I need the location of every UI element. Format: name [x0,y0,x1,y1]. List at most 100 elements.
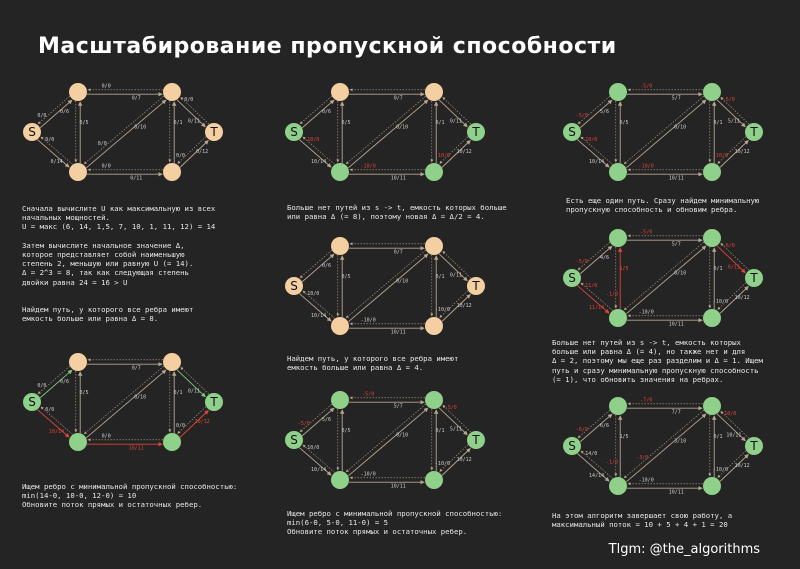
node-label: S [290,433,298,447]
edge-label: 10/12 [735,463,750,469]
edge-label: 10/14 [311,467,326,473]
graph-node-a [69,353,87,371]
edge-residual [177,136,207,164]
graph-node-t [205,123,223,141]
graph-node-t [205,393,223,411]
edge-label: 10/12 [735,295,750,301]
edge-label: 10/12 [195,419,210,425]
edge-residual [717,136,747,164]
edge-label: 10/14 [311,313,326,319]
residual-label: -7/0 [640,398,652,404]
edge-label: 0/10 [134,394,146,400]
graph-node-a [331,391,349,409]
edge-label: 10/12 [457,303,472,309]
graph-node-a [609,229,627,247]
edge-residual [299,404,332,433]
graph-node-s [23,123,41,141]
node-label: T [749,271,758,285]
residual-label: -10/0 [304,445,319,451]
panel-2-text: Больше нет путей из s -> t, емкость кото… [287,203,507,222]
node-label: T [209,395,218,409]
edge-label: 10/14 [311,159,326,165]
panel-3-text: Есть еще один путь. Сразу найдем минимал… [566,196,760,215]
edge-label: 10/11 [129,446,144,452]
edge-label: 0/1 [713,120,722,126]
edge-forward [625,99,707,169]
panel-7-text: Ищем ребро с минимальной пропускной спос… [287,509,503,537]
graph-node-a [331,237,349,255]
edge-forward [625,413,707,483]
edge-label: 1/5 [619,434,628,440]
edge-forward [579,245,613,275]
graph-node-c [69,433,87,451]
edge-label: 0/6 [322,263,331,269]
edge-forward [301,99,335,129]
page-title: Масштабирование пропускной способности [38,34,617,59]
edge-forward [438,407,468,436]
edge-forward [347,253,429,323]
edge-residual [345,249,426,319]
graph-node-a [609,397,627,415]
edge-label: 10/11 [391,484,406,490]
edge-label: 0/14 [51,159,63,165]
edge-label: 10/11 [669,176,684,182]
edge-forward [438,253,468,282]
node-label: S [28,125,36,139]
edge-forward [579,99,613,129]
edge-label: 1/5 [619,266,628,272]
residual-label: 0/0 [184,97,193,103]
node-label: T [471,433,480,447]
graph-node-d [425,471,443,489]
edge-label: 10/11 [391,330,406,336]
graph-node-d [425,163,443,181]
edge-forward [37,409,70,438]
edge-forward [347,99,429,169]
edge-label: 5/7 [394,404,403,410]
residual-label: -10/0 [639,478,654,484]
edge-forward [176,369,206,398]
edge-label: 10/14 [589,159,604,165]
residual-label: -10/0 [304,291,319,297]
edge-label: 0/1 [435,274,444,280]
edge-forward [176,99,206,128]
edge-residual [345,95,426,165]
edge-label: 7/7 [672,410,681,416]
edge-forward [85,369,167,439]
edge-residual [717,450,747,478]
edge-label: 0/6 [60,379,69,385]
edge-residual [577,242,610,271]
edge-label: 0/11 [130,176,142,182]
edge-forward [438,99,468,128]
edge-label: 11/14 [589,305,604,311]
residual-label: -10/0 [721,411,736,417]
edge-residual [302,444,335,473]
edge-residual [717,282,747,310]
residual-label: 0/0 [102,84,111,90]
edge-label: 10/12 [735,149,750,155]
edge-label: 10/14 [49,429,64,435]
edge-forward [179,409,209,438]
edge-label: 0/1 [435,428,444,434]
edge-label: 0/10 [396,124,408,130]
node-label: S [28,395,36,409]
graph-node-c [331,163,349,181]
credit-handle: Tlgm: @the_algorithms [608,542,760,557]
edge-residual [83,95,164,165]
graph-node-t [467,431,485,449]
residual-label: -3/0 [636,455,648,461]
residual-label: 0/0 [45,407,54,413]
edge-label: 0/10 [674,270,686,276]
edge-forward [301,253,335,283]
graph-node-b [703,83,721,101]
edge-residual [302,290,335,319]
edge-label: 5/6 [322,417,331,423]
edge-residual [37,366,70,395]
edge-label: 0/11 [188,119,200,125]
